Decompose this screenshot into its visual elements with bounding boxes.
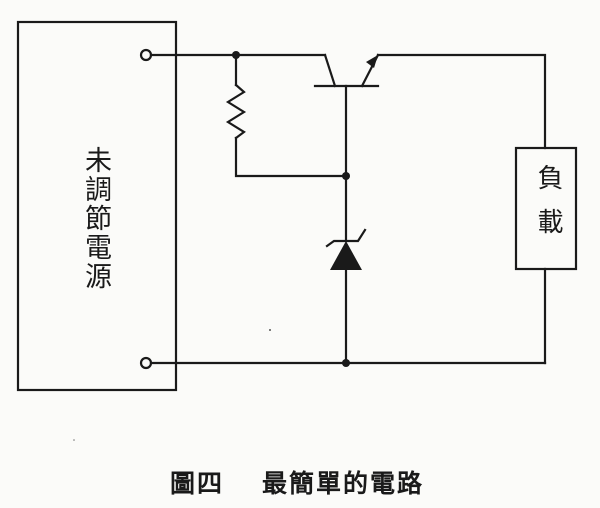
source-terminal-top — [139, 48, 153, 62]
resistor — [225, 83, 247, 140]
transistor-collector — [323, 53, 337, 88]
junction-bottom — [342, 359, 350, 367]
zener-diode — [330, 241, 362, 270]
transistor-emitter-arrow — [366, 55, 378, 68]
figure-number: 圖四 — [170, 469, 225, 498]
wire-top-right — [376, 53, 547, 150]
resistor-lower-wire — [234, 136, 348, 178]
source-terminal-bottom — [139, 356, 153, 370]
source-label: 未調節電源 — [80, 146, 111, 291]
source-box — [16, 20, 178, 392]
figure-caption: 圖四 最簡單的電路 — [170, 464, 424, 500]
dust-mark — [269, 329, 271, 331]
dust-mark — [73, 439, 75, 441]
figure-title: 最簡單的電路 — [262, 469, 425, 498]
load-label: 負載 — [533, 164, 563, 252]
